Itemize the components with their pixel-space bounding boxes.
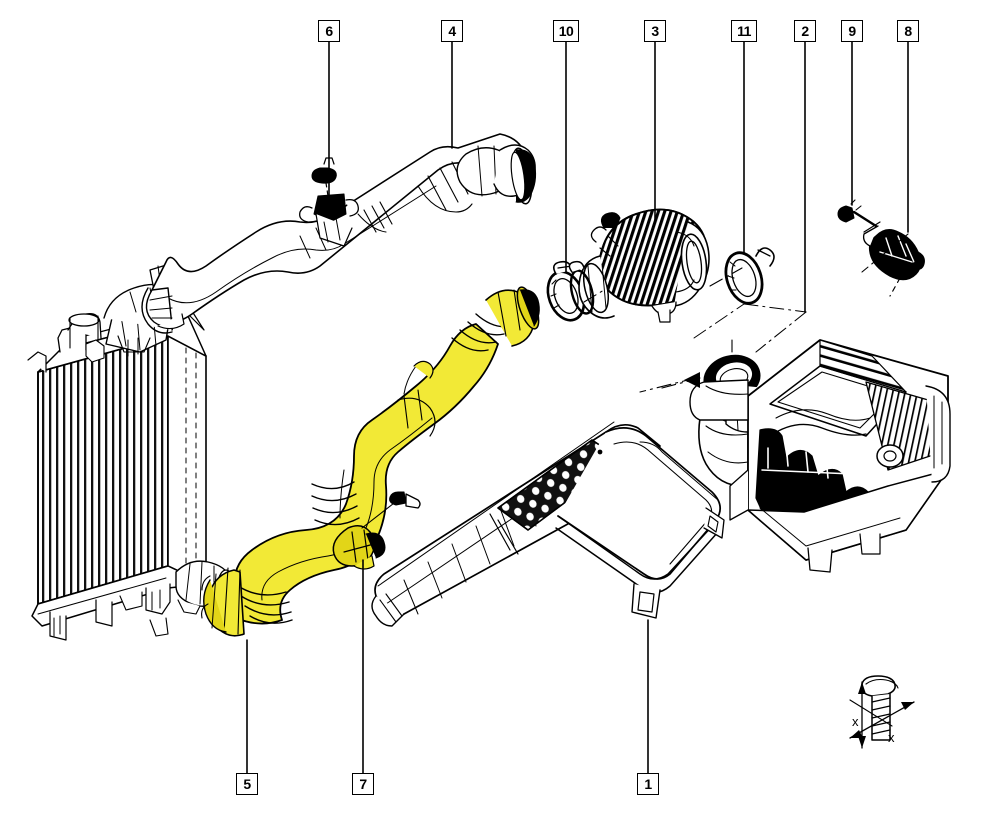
callout-7[interactable]: 7: [352, 773, 374, 795]
bracket-bolt: [361, 491, 421, 529]
hose-clamp-small: [546, 260, 586, 322]
retaining-clip-nut: [311, 157, 337, 197]
air-filter-box: [371, 421, 725, 627]
callout-2[interactable]: 2: [794, 20, 816, 42]
callout-11[interactable]: 11: [731, 20, 757, 42]
callout-9[interactable]: 9: [841, 20, 863, 42]
callout-1[interactable]: 1: [637, 773, 659, 795]
callout-4[interactable]: 4: [441, 20, 463, 42]
torque-mark-right: x: [888, 730, 895, 745]
leader-lines-bottom: [246, 559, 649, 774]
callout-6[interactable]: 6: [318, 20, 340, 42]
callout-10[interactable]: 10: [553, 20, 579, 42]
lower-charge-air-hose: [201, 286, 540, 637]
intercooler-core: [27, 261, 236, 641]
callout-5[interactable]: 5: [236, 773, 258, 795]
air-mass-flow-sensor: [862, 221, 925, 297]
callout-8[interactable]: 8: [897, 20, 919, 42]
flexible-air-intake-duct: [568, 208, 710, 323]
engine-block-assembly: [689, 339, 951, 573]
sensor-screw: [837, 199, 878, 228]
callout-3[interactable]: 3: [644, 20, 666, 42]
hose-clamp-large: [724, 247, 775, 305]
leader-lines-top: [328, 41, 909, 313]
upper-charge-air-hose: [141, 133, 537, 334]
bolt-torque-symbol: x x: [849, 675, 915, 749]
torque-mark-left: x: [852, 714, 859, 729]
